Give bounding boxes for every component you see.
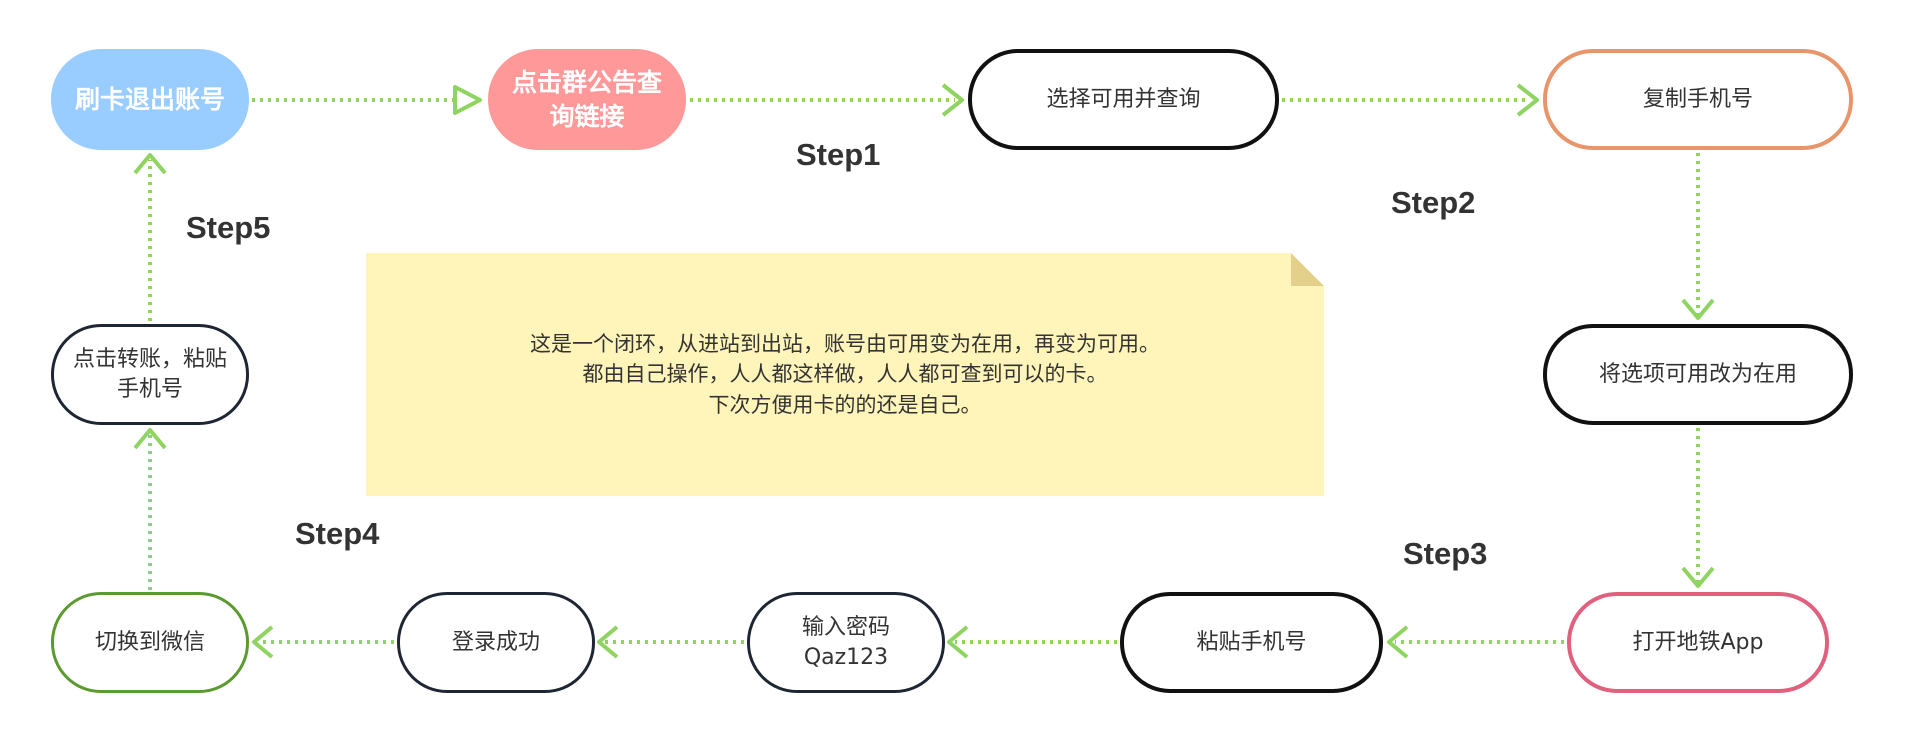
node-enter-password: 输入密码 Qaz123 bbox=[747, 592, 945, 693]
node-paste-phone: 粘贴手机号 bbox=[1120, 592, 1383, 693]
arrowhead-icon bbox=[1681, 566, 1715, 588]
arrowhead-icon bbox=[947, 625, 969, 659]
node-transfer-paste: 点击转账，粘贴手机号 bbox=[51, 324, 249, 425]
note-line: 这是一个闭环，从进站到出站，账号由可用变为在用，再变为可用。 bbox=[530, 331, 1160, 356]
node-label: 点击群公告查询链接 bbox=[511, 67, 662, 131]
arrowhead-icon bbox=[597, 625, 619, 659]
step4-label: Step4 bbox=[295, 516, 380, 551]
node-click-notice: 点击群公告查询链接 bbox=[488, 49, 686, 150]
step1-label: Step1 bbox=[796, 137, 881, 172]
sticky-note: 这是一个闭环，从进站到出站，账号由可用变为在用，再变为可用。 都由自己操作，人人… bbox=[366, 253, 1324, 496]
node-copy-phone: 复制手机号 bbox=[1543, 49, 1853, 150]
step5-label: Step5 bbox=[186, 210, 271, 245]
node-change-status: 将选项可用改为在用 bbox=[1543, 324, 1853, 425]
arrowhead-icon bbox=[1681, 298, 1715, 320]
step2-label: Step2 bbox=[1391, 185, 1476, 220]
arrowhead-icon bbox=[133, 428, 167, 450]
arrowhead-icon bbox=[941, 83, 964, 117]
node-label: 打开地铁App bbox=[1632, 629, 1764, 655]
arrowhead-icon bbox=[252, 625, 274, 659]
arrowhead-icon bbox=[133, 153, 167, 175]
node-open-app: 打开地铁App bbox=[1567, 592, 1829, 693]
arrowhead-icon bbox=[1387, 625, 1409, 659]
node-label: 复制手机号 bbox=[1642, 86, 1753, 112]
node-label: 输入密码 Qaz123 bbox=[801, 614, 890, 670]
note-line: 下次方便用卡的的还是自己。 bbox=[708, 392, 982, 417]
arrowhead-icon bbox=[453, 85, 482, 115]
step3-label: Step3 bbox=[1403, 536, 1488, 571]
node-label: 将选项可用改为在用 bbox=[1598, 361, 1797, 387]
arrowhead-icon bbox=[1516, 83, 1539, 117]
node-select-query: 选择可用并查询 bbox=[968, 49, 1279, 150]
node-label: 登录成功 bbox=[451, 629, 540, 655]
node-switch-wechat: 切换到微信 bbox=[51, 592, 249, 693]
node-label: 刷卡退出账号 bbox=[74, 84, 225, 114]
node-login-success: 登录成功 bbox=[397, 592, 595, 693]
node-swipe-exit: 刷卡退出账号 bbox=[51, 49, 249, 150]
node-label: 点击转账，粘贴手机号 bbox=[72, 346, 227, 402]
node-label: 选择可用并查询 bbox=[1046, 86, 1201, 112]
note-line: 都由自己操作，人人都这样做，人人都可查到可以的卡。 bbox=[582, 362, 1108, 387]
node-label: 切换到微信 bbox=[94, 629, 205, 655]
node-label: 粘贴手机号 bbox=[1196, 629, 1307, 655]
